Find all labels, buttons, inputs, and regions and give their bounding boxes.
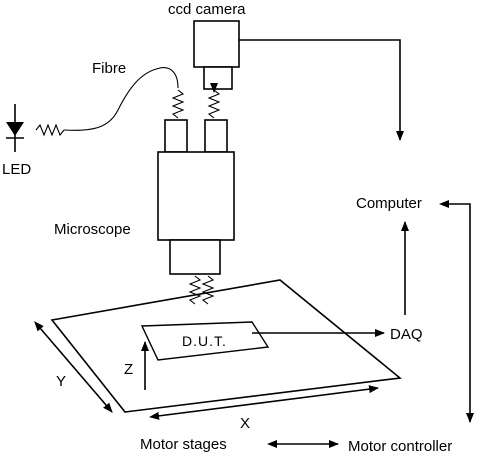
camera-coupling-spring [207,89,221,119]
axis-y-label: Y [56,373,67,390]
axis-x-arrow [149,385,379,420]
camera-computer-line [239,39,404,141]
fibre-cable [63,67,179,131]
objective-spring-right [201,275,215,305]
led-label: LED [2,161,32,178]
microscope-body [157,151,235,241]
motor-controller-label: Motor controller [348,438,453,455]
microscope-port-right [204,119,228,153]
axis-z-label: Z [124,361,134,378]
fibre-label: Fibre [92,60,127,77]
ccd-camera-lens [203,66,233,90]
computer-label: Computer [356,195,422,212]
ccd-camera-label: ccd camera [168,1,246,18]
axis-y-arrow [34,321,113,413]
daq-label: DAQ [390,326,423,343]
dut-chip [140,321,270,361]
microscope-objective [169,239,221,275]
microscope-port-left [164,119,188,153]
axis-x-label: X [240,415,251,432]
objective-spring-left [188,275,202,305]
motor-stages-label: Motor stages [140,436,227,453]
fibre-coupling-spring [171,89,185,119]
ccd-camera-body [193,20,240,68]
microscope-label: Microscope [54,221,131,238]
dut-label: D.U.T. [182,333,227,349]
led-emission-spring [35,123,65,137]
computer-controller-arrow [439,200,474,423]
led-diode-symbol [6,122,24,136]
